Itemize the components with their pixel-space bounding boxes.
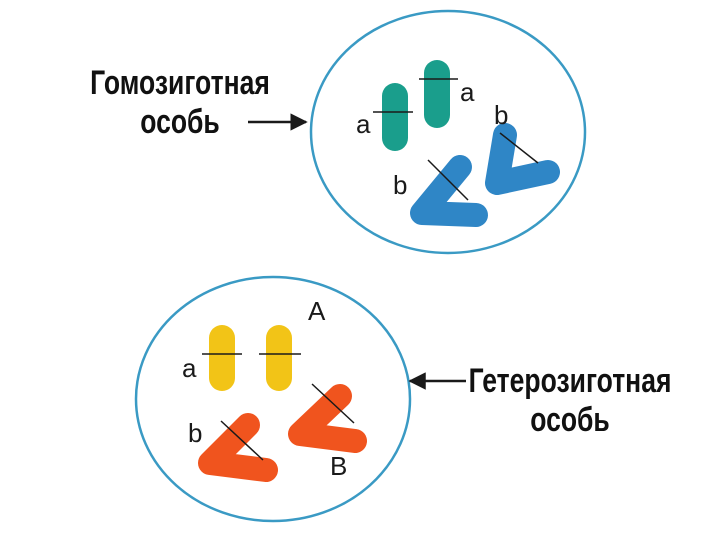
homozygous-label: Гомозиготная особь [86,64,273,142]
allele-a-top-left: a [356,109,371,139]
allele-b-bottom: b [188,418,202,448]
homozygous-cell [309,9,587,255]
homozygous-label-line1: Гомозиготная [90,64,270,102]
heterozygous-label: Гетерозиготная особь [469,362,672,440]
orange-chromosome-left [198,413,278,482]
heterozygous-cell [134,275,412,523]
yellow-chromosome-left [202,325,242,391]
heterozygous-label-line2: особь [530,401,610,440]
allele-A-bottom: A [308,296,326,326]
blue-chromosome-right [485,123,560,195]
yellow-chromosome-right [259,325,301,391]
heterozygous-label-line1: Гетерозиготная [468,362,672,400]
teal-chromosome-left [373,83,413,151]
orange-chromosome-right [288,383,367,453]
allele-a-top-right: a [460,77,475,107]
allele-b-top-right: b [494,100,508,130]
homozygous-label-line2: особь [140,103,220,142]
blue-chromosome-left [410,155,488,227]
allele-a-bottom: a [182,353,197,383]
teal-chromosome-right [419,60,458,128]
allele-b-top-left: b [393,170,407,200]
allele-B-bottom: B [330,451,347,481]
